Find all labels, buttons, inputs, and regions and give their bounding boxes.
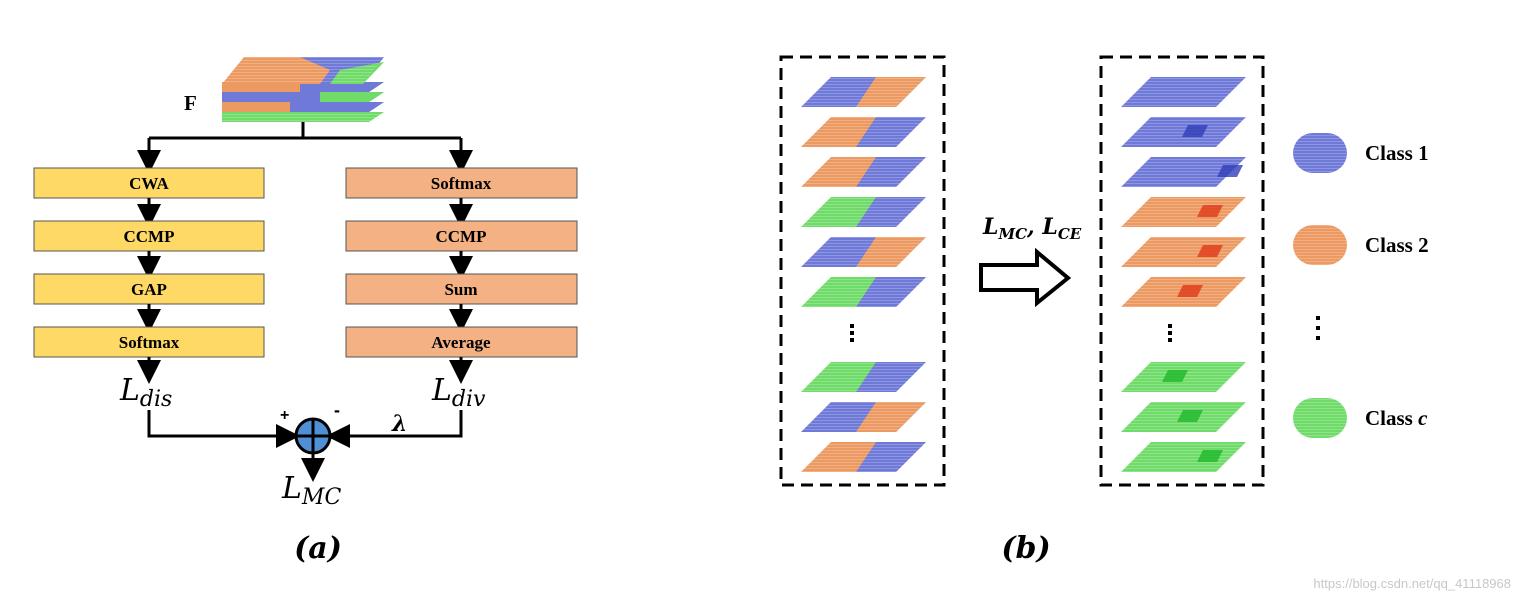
legend: Class 1 Class 2 Class c [1293, 133, 1429, 438]
input-slice [801, 117, 926, 147]
output-slice [1121, 157, 1246, 187]
average-block [345, 326, 578, 358]
input-maps-frame [779, 55, 946, 487]
loss-mc: LMC [281, 471, 341, 510]
input-slice [801, 402, 926, 432]
output-slice [1121, 362, 1246, 392]
feature-layer-5 [222, 112, 384, 122]
input-slice [801, 362, 926, 392]
gap-block [33, 273, 265, 305]
sum-block [345, 273, 578, 305]
softmax-block-right-label: Softmax [431, 174, 492, 193]
ccmp-block-right-label: CCMP [436, 227, 487, 246]
feature-layer-3 [222, 92, 384, 102]
output-slice [1121, 117, 1246, 147]
caption-a: (a) [294, 531, 342, 566]
output-slice [1121, 237, 1246, 267]
panel-a: F CWA CCMP GAP Softmax Softmax [33, 57, 578, 566]
ccmp-block-left-label: CCMP [124, 227, 175, 246]
combine-connector [147, 410, 463, 482]
output-slice [1121, 402, 1246, 432]
input-slice [801, 442, 926, 472]
sum-block-label: Sum [444, 280, 477, 299]
ccmp-block-left [33, 220, 265, 252]
class-1-label: Class 1 [1365, 141, 1429, 165]
input-slice [801, 197, 926, 227]
average-block-label: Average [431, 333, 491, 352]
minus-sign: - [334, 400, 340, 420]
panel-b: LMC, LCE Class 1 Class 2 Class c (b) [779, 55, 1429, 566]
loss-div: Ldiv [431, 373, 486, 412]
feature-layer-4 [222, 102, 384, 112]
input-feature-slices [801, 77, 926, 472]
arrow-label: LMC, LCE [982, 214, 1082, 243]
output-slice [1121, 197, 1246, 227]
gap-block-label: GAP [131, 280, 167, 299]
feature-label: F [184, 91, 197, 115]
plus-sign: + [280, 407, 289, 424]
ccmp-block-right [345, 220, 578, 252]
input-slice [801, 237, 926, 267]
sum-node [294, 417, 332, 455]
input-ellipsis [850, 324, 854, 342]
watermark: https://blog.csdn.net/qq_41118968 [1313, 576, 1511, 591]
output-slice [1121, 77, 1246, 107]
feature-stack [222, 57, 384, 122]
output-slice [1121, 277, 1246, 307]
softmax-block-right [345, 167, 578, 199]
input-slice [801, 157, 926, 187]
output-ellipsis [1168, 324, 1172, 342]
class-2-label: Class 2 [1365, 233, 1429, 257]
caption-b: (b) [1001, 531, 1050, 566]
right-branch: Softmax CCMP Sum Average [345, 167, 578, 384]
cwa-block-label: CWA [129, 174, 169, 193]
left-branch: CWA CCMP GAP Softmax [33, 167, 265, 384]
loss-dis: Ldis [119, 373, 172, 412]
softmax-block-left-label: Softmax [119, 333, 180, 352]
cwa-block [33, 167, 265, 199]
feature-layer-1 [222, 57, 384, 84]
lambda-label: λ [391, 411, 407, 437]
feature-layer-2 [222, 82, 384, 92]
class-c-label: Class c [1365, 406, 1428, 430]
input-slice [801, 277, 926, 307]
legend-ellipsis [1316, 316, 1320, 340]
output-maps-frame [1099, 55, 1265, 487]
output-slice [1121, 442, 1246, 472]
split-connector [137, 122, 473, 174]
output-class-slices [1121, 77, 1246, 472]
hollow-arrow-icon [979, 247, 1072, 308]
input-slice [801, 77, 926, 107]
